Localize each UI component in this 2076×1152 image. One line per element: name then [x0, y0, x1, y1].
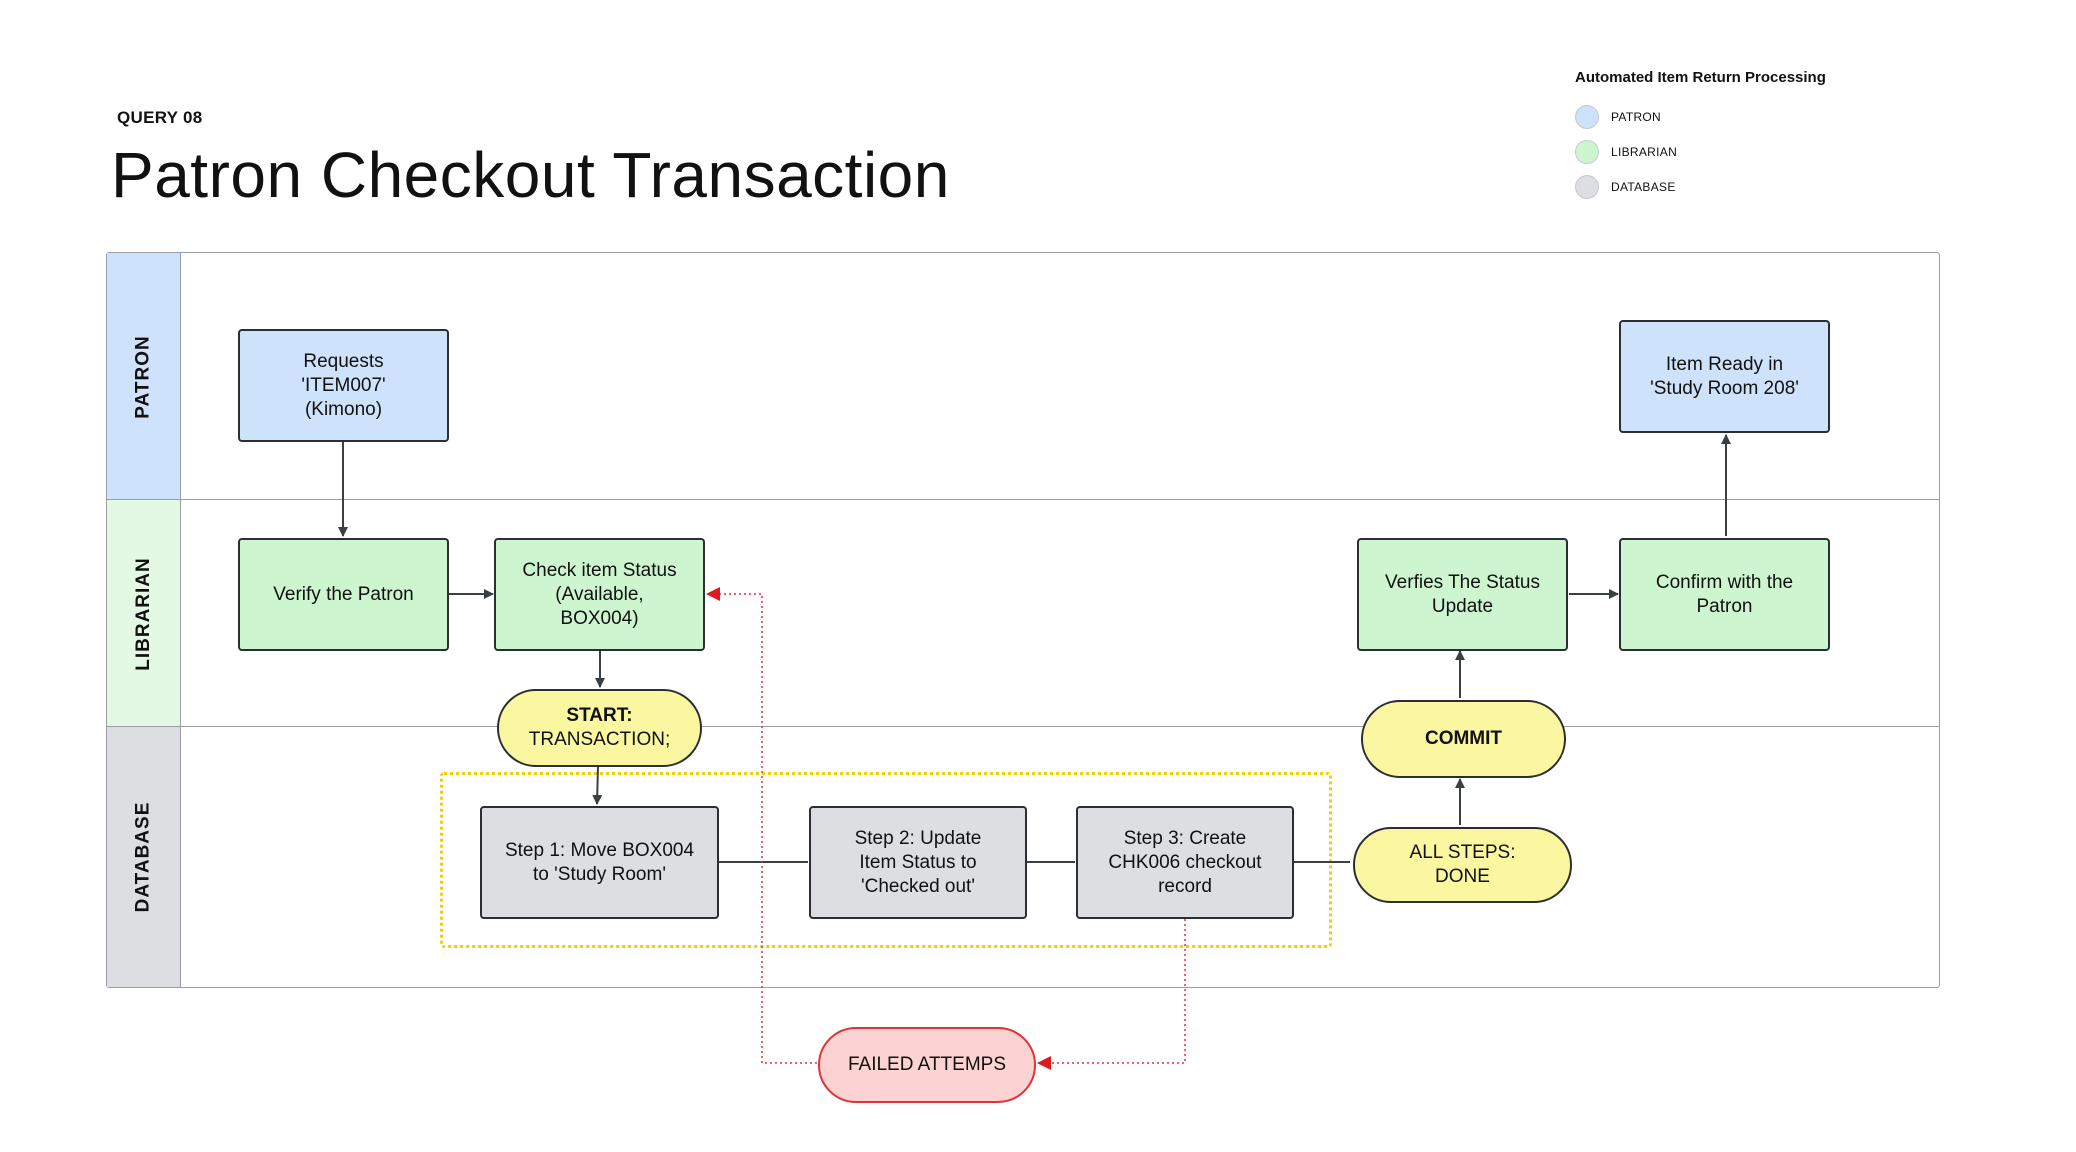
transaction-label: TRANSACTION; — [528, 729, 671, 750]
legend-swatch-database — [1575, 175, 1599, 199]
pill-commit: COMMIT — [1361, 700, 1566, 778]
pill-all-steps-done: ALL STEPS: DONE — [1353, 827, 1572, 903]
legend-item-patron: PATRON — [1575, 104, 1661, 130]
node-confirm-patron: Confirm with the Patron — [1619, 538, 1830, 651]
query-label: QUERY 08 — [117, 108, 203, 127]
lane-header-librarian: LIBRARIAN — [107, 500, 181, 727]
legend-label-database: DATABASE — [1611, 180, 1676, 194]
failed-label: FAILED ATTEMPS — [847, 1054, 1007, 1075]
legend-title: Automated Item Return Processing — [1575, 69, 1826, 86]
node-step3-create-checkout: Step 3: Create CHK006 checkout record — [1076, 806, 1294, 919]
page-title: Patron Checkout Transaction — [111, 139, 950, 211]
pill-failed-attempts: FAILED ATTEMPS — [818, 1027, 1036, 1103]
legend-swatch-librarian — [1575, 140, 1599, 164]
node-check-item-status: Check item Status (Available, BOX004) — [494, 538, 705, 651]
node-verify-patron: Verify the Patron — [238, 538, 449, 651]
failed-path-to-check — [706, 587, 817, 1064]
node-step2-update-status: Step 2: Update Item Status to 'Checked o… — [809, 806, 1027, 919]
legend-item-librarian: LIBRARIAN — [1575, 139, 1677, 165]
lane-header-patron: PATRON — [107, 253, 181, 500]
transaction-boundary — [440, 772, 1332, 948]
commit-label: COMMIT — [1424, 728, 1503, 749]
legend-label-librarian: LIBRARIAN — [1611, 145, 1678, 159]
swimlane-frame — [106, 252, 1940, 988]
all-steps-label: ALL STEPS: — [1409, 842, 1516, 863]
lane-divider — [107, 499, 1939, 500]
pill-start-transaction: START: TRANSACTION; — [497, 689, 702, 767]
lane-header-database: DATABASE — [107, 727, 181, 987]
legend-label-patron: PATRON — [1611, 110, 1662, 124]
node-step1-move-box: Step 1: Move BOX004 to 'Study Room' — [480, 806, 719, 919]
node-item-ready: Item Ready in 'Study Room 208' — [1619, 320, 1830, 433]
lane-divider — [107, 726, 1939, 727]
node-verifies-status: Verfies The Status Update — [1357, 538, 1568, 651]
arrow-start-to-step1 — [592, 765, 603, 805]
start-label: START: — [566, 705, 633, 726]
node-requests-item: Requests 'ITEM007' (Kimono) — [238, 329, 449, 442]
legend-item-database: DATABASE — [1575, 174, 1676, 200]
failed-path-from-step3 — [1037, 919, 1186, 1070]
done-label: DONE — [1435, 866, 1490, 887]
legend-swatch-patron — [1575, 105, 1599, 129]
